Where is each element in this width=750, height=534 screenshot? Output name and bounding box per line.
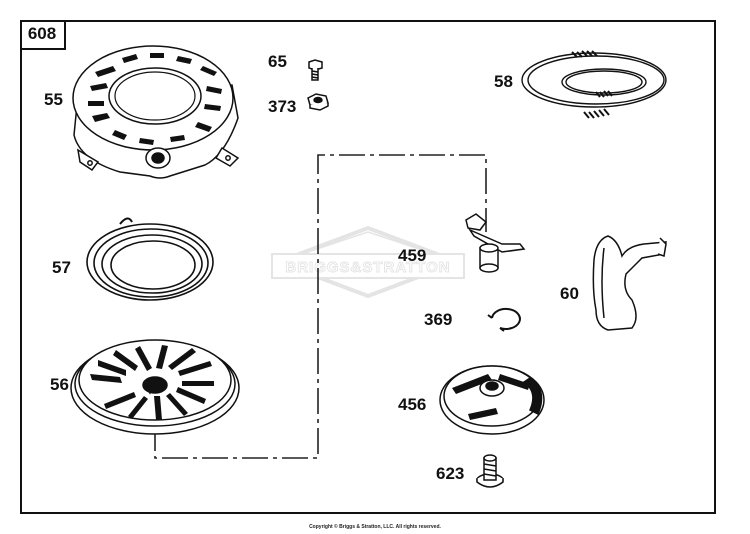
ref-label-65: 65 xyxy=(268,52,287,71)
starter-housing-icon xyxy=(72,45,240,179)
pawl-retainer-icon xyxy=(439,365,545,435)
diagram-frame xyxy=(20,20,716,514)
retaining-ring-icon xyxy=(487,307,521,332)
starter-handle-icon xyxy=(592,235,667,331)
ref-label-369: 369 xyxy=(424,310,453,329)
rewind-spring-icon xyxy=(86,217,214,301)
ref-label-60: 60 xyxy=(560,284,579,303)
ref-label-57: 57 xyxy=(52,258,71,277)
ref-label-58: 58 xyxy=(494,72,513,91)
hex-nut-icon xyxy=(307,93,329,111)
ref-label-623: 623 xyxy=(436,464,465,483)
ref-label-56: 56 xyxy=(50,375,69,394)
ref-label-55: 55 xyxy=(44,90,63,109)
ref-label-373: 373 xyxy=(268,97,297,116)
figure-number: 608 xyxy=(20,20,66,50)
watermark-text: BRIGGS&STRATTON xyxy=(285,259,450,276)
pawl-icon xyxy=(465,213,526,273)
screw-icon xyxy=(308,59,323,81)
ref-label-456: 456 xyxy=(398,395,427,414)
rope-icon xyxy=(521,50,667,119)
ref-label-459: 459 xyxy=(398,246,427,265)
shoulder-screw-icon xyxy=(476,454,504,488)
brand-watermark: BRIGGS&STRATTON xyxy=(271,225,465,299)
copyright-notice: Copyright © Briggs & Stratton, LLC. All … xyxy=(309,524,441,530)
pulley-icon xyxy=(70,339,240,435)
